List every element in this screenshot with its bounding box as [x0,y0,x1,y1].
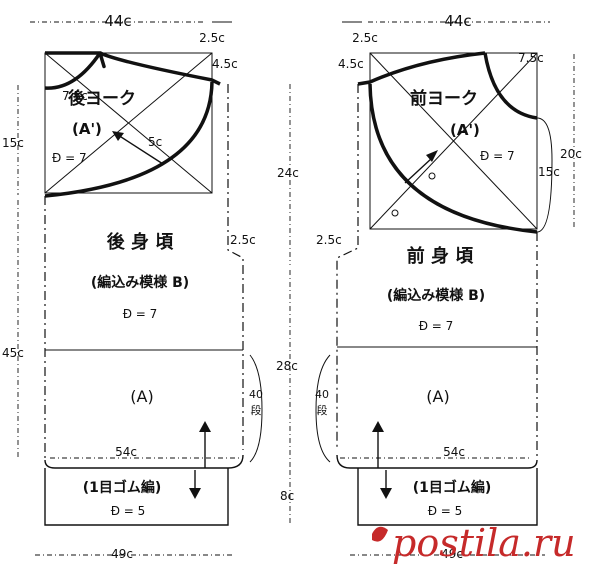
back-bottom-width: 49c [111,547,133,561]
back-yoke-box [44,52,213,194]
back-body-pattern: (編込み模様 B) [91,274,189,291]
front-armhole-step: 2.5c [316,233,342,247]
front-yoke-depth: 20c [560,147,582,161]
back-left-height: 45c [2,346,24,360]
front-hem-width: 54c [443,445,465,459]
front-rib-gauge: Đ = 5 [428,504,463,518]
front-neckline [483,52,538,120]
front-body-title: 前 身 頃 [407,245,475,267]
back-yoke-curve [44,81,214,198]
back-yoke-title: 後ヨーク [68,88,136,109]
front-yoke-title: 前ヨーク [410,88,478,109]
back-shoulder-drop: 4.5c [212,57,238,71]
front-top-offset: 2.5c [352,31,378,45]
back-yoke-gauge: Đ = 7 [52,151,87,165]
front-shoulder-line [357,51,486,86]
back-neckline [44,52,102,90]
front-rows-num: 40 [315,388,329,401]
front-yoke-arrow [426,150,438,162]
front-piece: 44c 2.5c 4.5c 7.5c 前ヨーク (A') Đ = 7 20c 1… [280,12,582,561]
back-yoke-height: 15c [2,136,24,150]
back-top-offset: 2.5c [199,31,225,45]
front-yoke-gauge: Đ = 7 [480,149,515,163]
front-body-gauge: Đ = 7 [419,319,454,333]
front-shoulder-drop: 4.5c [338,57,364,71]
watermark-logo-icon [372,526,388,542]
back-rows-unit: 段 [251,403,262,417]
back-rows-num: 40 [249,388,263,401]
front-rib-label: (1目ゴム編) [413,479,492,496]
back-yoke-code: (A') [72,120,102,138]
back-piece: 44c 2.5c 7.5c 4.5c 後ヨーク (A') Đ = 7 5c 15… [2,12,299,561]
back-rib-label: (1目ゴム編) [83,479,162,496]
back-lower-pattern: (A) [130,387,153,406]
front-rib-height: 8c [280,489,294,503]
back-body-title: 後 身 頃 [107,231,175,253]
back-hem-width: 54c [115,445,137,459]
back-rib-gauge: Đ = 5 [111,504,146,518]
front-yoke-curve [368,83,538,234]
front-left-edge [336,84,359,450]
back-armhole-step: 2.5c [230,233,256,247]
back-neck-width: 7.5c [62,89,88,103]
front-bottom-width: 49c [441,547,463,561]
back-body-gauge: Đ = 7 [123,307,158,321]
back-yoke-arrow [112,131,124,141]
front-lower-pattern: (A) [426,387,449,406]
front-rows-unit: 段 [317,403,328,417]
front-yoke-box [369,52,538,230]
front-yoke-side: 15c [538,165,560,179]
back-right-lower: 28c [276,359,298,373]
front-yoke-code: (A') [450,121,480,139]
watermark-text: postila.ru [392,521,576,565]
front-top-width: 44c [444,12,471,30]
back-right-upper: 24c [277,166,299,180]
back-top-width: 44c [104,12,131,30]
back-yoke-radius: 5c [148,135,162,149]
back-right-edge [227,84,244,450]
watermark: postila.ru [372,521,576,565]
front-body-pattern: (編込み模様 B) [387,287,485,304]
